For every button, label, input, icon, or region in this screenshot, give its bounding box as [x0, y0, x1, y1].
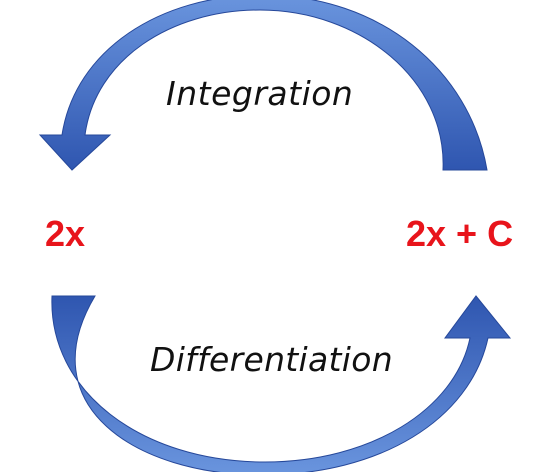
differentiation-label: Differentiation — [150, 340, 393, 379]
antiderivative-expression: 2x + C — [406, 213, 514, 254]
differentiation-arrow — [51, 295, 512, 472]
integration-label: Integration — [166, 74, 354, 113]
integration-arrow — [38, 0, 488, 171]
function-expression: 2x — [45, 213, 86, 254]
